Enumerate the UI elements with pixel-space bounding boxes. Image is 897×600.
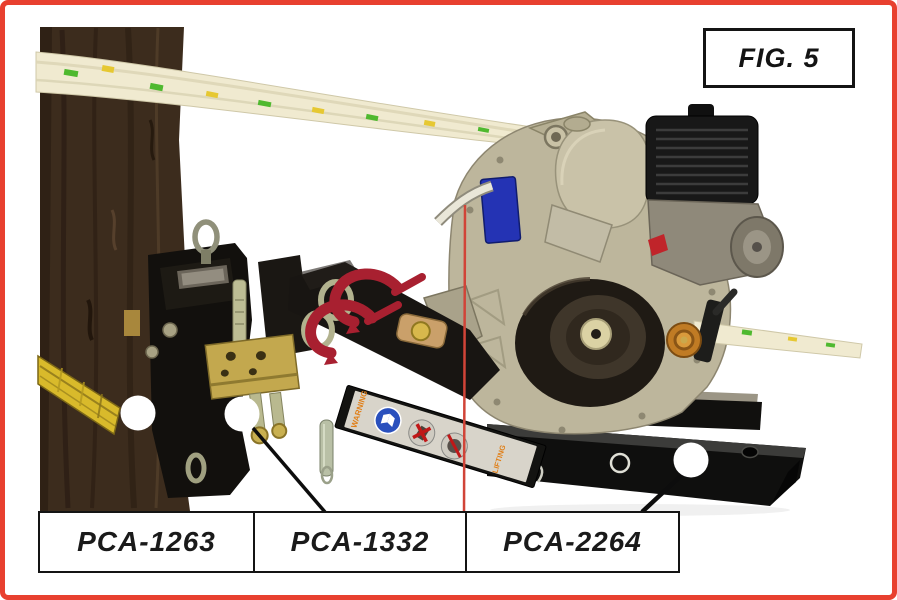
tube-hole (741, 445, 759, 459)
zinc-pin (319, 419, 334, 485)
figure-number-box: FIG. 5 (703, 28, 855, 88)
rope-flecks (63, 65, 490, 133)
brass-block (124, 310, 140, 336)
manual-book-icon (374, 406, 402, 435)
part-label-pca-1263: PCA-1263 (77, 526, 216, 557)
support-plate-gold (204, 333, 301, 445)
winch-rope (35, 51, 533, 147)
callout-circles (120, 395, 709, 478)
warning-bar: WARNING LIFTING (334, 385, 547, 488)
exit-roller (666, 288, 738, 363)
callout-leaders (251, 426, 687, 514)
part-label-box-pca-2264: PCA-2264 (465, 511, 680, 573)
fuel-cap (563, 116, 591, 132)
capstan-drum (515, 277, 665, 407)
figure-number: FIG. 5 (738, 42, 820, 73)
callout-circle-pca-1332 (224, 396, 260, 432)
part-label-box-pca-1263: PCA-1263 (38, 511, 255, 573)
brass-roller-pin (396, 313, 448, 349)
rope-exit-right (693, 320, 863, 359)
red-guide-rope (462, 204, 467, 516)
callout-circle-pca-1263 (120, 395, 156, 431)
red-hooks (305, 268, 426, 365)
id-plate (544, 204, 613, 263)
part-label-pca-1332: PCA-1332 (290, 526, 430, 557)
white-hose (435, 182, 494, 225)
tube-hole-ring (609, 452, 631, 474)
callout-circle-pca-2264 (673, 442, 709, 478)
eye-bolt (192, 219, 220, 264)
prohibition-icon-1 (408, 419, 436, 447)
part-label-box-pca-1332: PCA-1332 (252, 511, 468, 573)
zinc-loop (185, 452, 207, 484)
tree-mount-bracket (124, 219, 312, 498)
throttle-lever (648, 234, 668, 256)
blue-bracket (479, 176, 522, 244)
leader-line-pca-2264 (640, 470, 687, 514)
prohibition-icon-2 (440, 432, 468, 460)
engine-block (645, 104, 784, 286)
bracket-label-plate (177, 265, 229, 289)
tree-strap (37, 354, 121, 436)
part-label-pca-2264: PCA-2264 (503, 526, 642, 557)
leader-line-pca-1332 (251, 426, 327, 514)
